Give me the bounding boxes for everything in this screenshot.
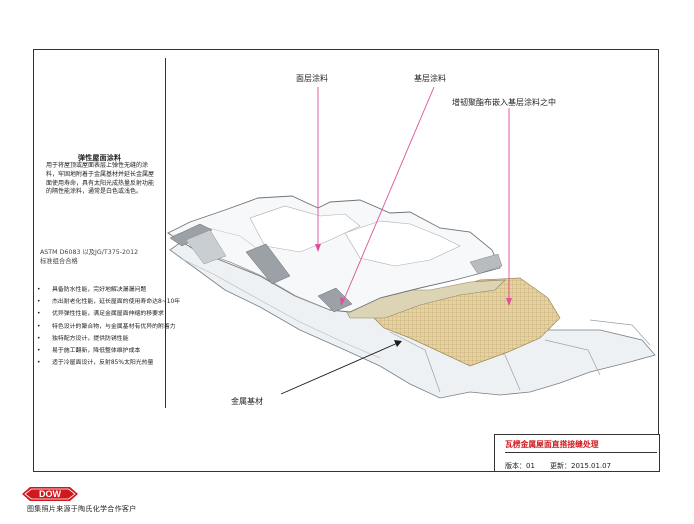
drawing-title: 瓦楞金属屋面直搭接缝处理 <box>505 439 657 453</box>
label-fabric: 增韧聚酯布嵌入基层涂料之中 <box>452 98 556 107</box>
feature-item: 易于施工翻新，降低整体维护成本 <box>37 345 227 357</box>
feature-item: 独特配方设计，提供防锈性能 <box>37 333 227 345</box>
feature-item: 优异弹性性能，满足金属屋面伸缩的移要求 <box>37 308 227 320</box>
version-label: 版本：01 <box>505 462 535 470</box>
standard-note: ASTM D6083 以及JG/T375-2012 标准组合合格 <box>40 248 164 266</box>
leader-lines <box>280 86 510 395</box>
feature-item: 特色设计的聚合物，与金属基材有优异的附着力 <box>37 321 227 333</box>
title-block: 瓦楞金属屋面直搭接缝处理 版本：01 更新：2015.01.07 <box>494 434 660 472</box>
sidebar-description: 用于将屋顶或屋面表层上弹性无缝的涂料，牢固地附着于金属基材并延长金属屋面使用寿命… <box>46 162 155 196</box>
feature-item: 具备防水性能，完好地解决漏漏问题 <box>37 284 227 296</box>
standard-line-2: 标准组合合格 <box>40 258 78 265</box>
feature-item: 杰出耐老化性能，延长屋面的使用寿命达8~10年 <box>37 296 227 308</box>
standard-line-1: ASTM D6083 以及JG/T375-2012 <box>40 249 139 256</box>
top-coat-sheet <box>167 195 503 313</box>
sidebar-divider <box>165 58 166 408</box>
label-substrate: 金属基材 <box>231 397 263 406</box>
label-base-coat: 基层涂料 <box>414 74 446 83</box>
feature-list: 具备防水性能，完好地解决漏漏问题 杰出耐老化性能，延长屋面的使用寿命达8~10年… <box>37 284 227 369</box>
leader-arrowheads <box>315 244 512 347</box>
feature-item: 适于冷屋面设计，反射85%太阳光热量 <box>37 357 227 369</box>
label-top-coat: 面层涂料 <box>296 74 328 83</box>
sidebar-title: 弹性屋面涂料 <box>78 154 122 162</box>
updated-label: 更新：2015.01.07 <box>550 462 612 470</box>
footer-note: 图集照片来源于陶氏化学合作客户 <box>27 505 137 513</box>
dow-logo: DOW <box>22 487 78 501</box>
dow-logo-text: DOW <box>39 489 62 499</box>
